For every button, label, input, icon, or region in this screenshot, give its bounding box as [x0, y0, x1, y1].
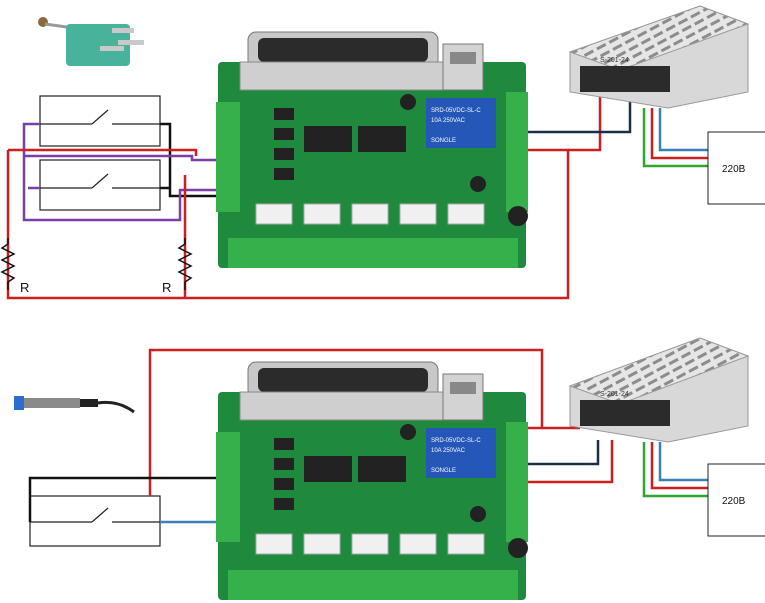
- resistor-label: R: [162, 280, 171, 295]
- top-diagram: R R SRD-05VDC-SL-C 10A 250VAC SONGLE: [0, 5, 765, 300]
- mains-box: 220В: [707, 131, 765, 205]
- red-wire: [8, 148, 198, 156]
- top-wires: [6, 92, 708, 300]
- controller-board: SRD-05VDC-SL-C 10A 250VAC SONGLE: [216, 361, 528, 600]
- red-wire: [6, 148, 570, 300]
- sensor-switch: [29, 495, 161, 547]
- relay-brand: SONGLE: [431, 468, 456, 474]
- black-wire: [160, 122, 218, 198]
- navy-wire: [518, 440, 600, 466]
- bottom-diagram: SRD-05VDC-SL-C 10A 250VAC SONGLE S-201-2…: [14, 337, 765, 600]
- switch-1: [39, 95, 161, 147]
- relay-text: 10A 250VAC: [431, 448, 466, 454]
- mains-label: 220В: [722, 164, 746, 175]
- resistor-right: [177, 238, 193, 290]
- blue-wire: [658, 108, 708, 152]
- black-wire: [28, 476, 218, 522]
- relay-text: SRD-05VDC-SL-C: [431, 438, 481, 444]
- inductive-sensor-picture: [14, 396, 135, 414]
- purple-wire: [22, 122, 218, 222]
- green-wire: [642, 108, 708, 168]
- psu-model: S-201-24: [600, 391, 629, 398]
- relay-text: SRD-05VDC-SL-C: [431, 108, 481, 114]
- resistor-left: [0, 238, 16, 290]
- purple-wire: [24, 154, 218, 162]
- blue-wire: [658, 442, 708, 482]
- psu-model: S-201-24: [600, 57, 629, 64]
- resistor-label: R: [20, 280, 29, 295]
- relay-brand: SONGLE: [431, 138, 456, 144]
- bottom-wires: [28, 348, 708, 524]
- red-wire: [518, 440, 614, 484]
- red-wire: [650, 108, 708, 160]
- power-supply: S-201-24: [568, 337, 750, 443]
- mains-box: 220В: [707, 463, 765, 537]
- relay-text: 10A 250VAC: [431, 118, 466, 124]
- red-wire: [568, 92, 602, 152]
- power-supply: S-201-24: [568, 5, 750, 109]
- red-wire: [148, 348, 544, 496]
- mains-label: 220В: [722, 496, 746, 507]
- limit-switch-picture: [38, 17, 144, 66]
- green-wire: [642, 442, 708, 498]
- navy-wire: [518, 92, 632, 134]
- red-wire: [650, 442, 708, 490]
- switch-2: [39, 159, 161, 211]
- controller-board: SRD-05VDC-SL-C 10A 250VAC SONGLE: [216, 31, 528, 268]
